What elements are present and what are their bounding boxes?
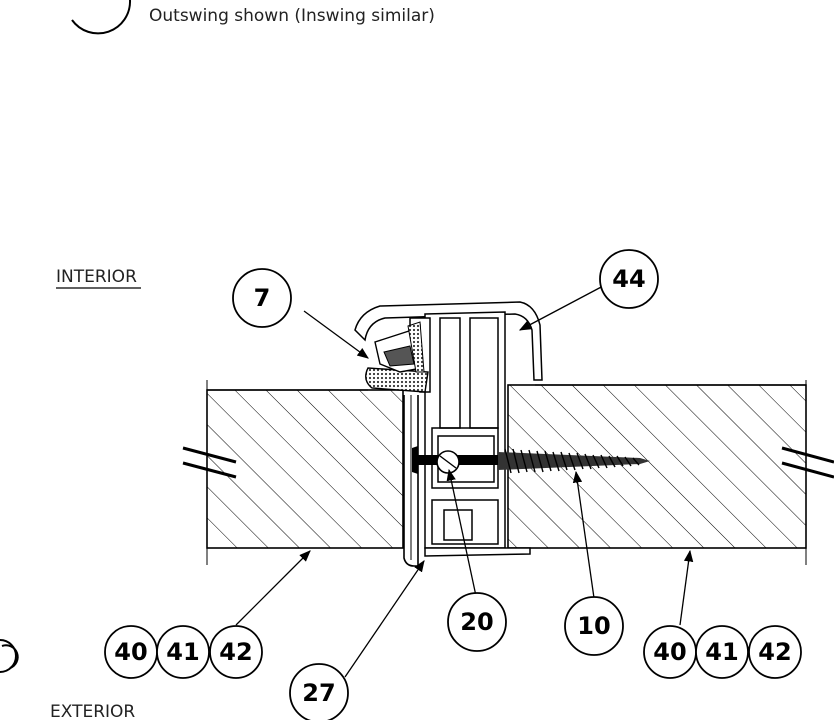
callout-group-left: 40 41 42: [104, 625, 263, 679]
callout-44: 44: [599, 249, 659, 309]
callout-10: 10: [564, 596, 624, 656]
svg-text:20: 20: [460, 608, 493, 636]
exterior-label: EXTERIOR: [50, 702, 135, 720]
svg-text:42: 42: [758, 638, 791, 666]
callout-group-right: 40 41 42: [643, 625, 802, 679]
callout-27: 27: [289, 663, 349, 720]
callout-20: 20: [447, 592, 507, 652]
svg-text:7: 7: [254, 284, 271, 312]
svg-text:44: 44: [612, 265, 645, 293]
callout-7: 7: [232, 268, 292, 328]
svg-text:27: 27: [302, 679, 335, 707]
drawing-subtitle: Outswing shown (Inswing similar): [149, 6, 435, 26]
glazing-gasket: [365, 321, 429, 393]
partial-callout-circle-top: [71, 0, 132, 35]
svg-text:40: 40: [114, 638, 147, 666]
left-frame-section: [206, 389, 404, 549]
interior-label: INTERIOR: [56, 267, 137, 287]
svg-text:41: 41: [166, 638, 199, 666]
partial-callout-circle-left: [0, 639, 17, 673]
extrusion-profile: [354, 301, 543, 557]
leader-lines: [235, 284, 694, 678]
svg-text:42: 42: [219, 638, 252, 666]
svg-text:40: 40: [653, 638, 686, 666]
left-break-mark: [182, 446, 237, 479]
flashing-strip: [403, 395, 419, 567]
svg-text:10: 10: [577, 612, 610, 640]
right-break-mark: [781, 446, 834, 479]
svg-text:41: 41: [705, 638, 738, 666]
